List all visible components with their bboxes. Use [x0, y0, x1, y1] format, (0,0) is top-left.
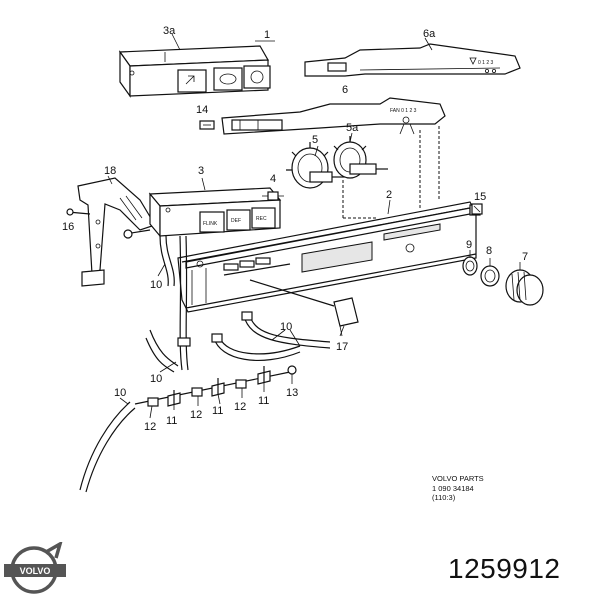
callout-1: 1 — [264, 29, 270, 41]
callout-5a: 5a — [346, 122, 359, 134]
callout-8: 8 — [486, 245, 492, 257]
part-9-ring — [462, 256, 478, 276]
callout-13: 13 — [286, 387, 298, 399]
switch-label-flink: FLINK — [203, 221, 218, 227]
callout-6a: 6a — [423, 28, 436, 40]
part-2-panel — [177, 201, 481, 313]
callout-17: 17 — [336, 341, 348, 353]
callout-5: 5 — [312, 134, 318, 146]
callout-3a: 3a — [163, 25, 176, 37]
part-17-sensor — [249, 279, 359, 337]
part-5-rotary-switch — [286, 142, 345, 189]
callout-11-b: 11 — [212, 405, 223, 417]
callout-7: 7 — [522, 251, 528, 263]
callout-12-c: 12 — [234, 401, 246, 413]
parts-note-line1: VOLVO PARTS — [432, 474, 484, 483]
callout-6: 6 — [342, 84, 348, 96]
callout-12-a: 12 — [144, 421, 156, 433]
lever-6a-fan-label: 0 1 2 3 — [478, 60, 494, 66]
lever-6-fan-label: FAN 0 1 2 3 — [390, 108, 417, 114]
callout-3: 3 — [198, 165, 204, 177]
part-6a-lever — [304, 43, 521, 77]
callout-labels: 3a 1 6a 14 6 5 5a 18 3 4 2 15 16 9 8 7 1… — [62, 25, 528, 433]
callout-14: 14 — [196, 104, 208, 116]
parts-note-line3: (110:3) — [432, 493, 456, 502]
callout-10-b: 10 — [280, 321, 292, 333]
part-5a-rotary-switch — [333, 136, 388, 179]
part-4-clip — [262, 191, 284, 201]
part-14-clip — [199, 120, 215, 130]
callout-12-b: 12 — [190, 409, 202, 421]
part-8-nut — [480, 265, 500, 287]
part-7-knob — [505, 269, 544, 306]
callout-11-c: 11 — [258, 395, 269, 407]
switch-label-def: DEF — [231, 218, 241, 224]
callout-16: 16 — [62, 221, 74, 233]
callout-18: 18 — [104, 165, 116, 177]
part-6-lever — [221, 97, 446, 135]
callout-10-c: 10 — [150, 373, 162, 385]
callout-15: 15 — [474, 191, 486, 203]
callout-10-a: 10 — [150, 279, 162, 291]
part-10-hoses — [79, 235, 331, 493]
connector-chain — [134, 365, 297, 407]
callout-4: 4 — [270, 173, 276, 185]
callout-2: 2 — [386, 189, 392, 201]
callout-11-a: 11 — [166, 415, 177, 427]
part-3a-control-unit — [118, 45, 271, 98]
callout-9: 9 — [466, 239, 472, 251]
switch-label-rec: REC — [256, 216, 267, 222]
part-15-screw — [471, 203, 483, 215]
part-18-bracket — [77, 177, 156, 287]
part-3-control-unit — [148, 187, 282, 238]
part-16-screw — [66, 208, 91, 216]
parts-reference-note: VOLVO PARTS 1 090 34184 (110:3) — [432, 474, 484, 503]
callout-10-d: 10 — [114, 387, 126, 399]
parts-note-line2: 1 090 34184 — [432, 483, 474, 493]
part-number: 1259912 — [448, 553, 561, 584]
volvo-logo-text: VOLVO — [20, 566, 51, 576]
bracket-screw — [123, 229, 151, 239]
leader-lines — [119, 263, 345, 419]
switch-labels: FLINK DEF REC FAN 0 1 2 3 0 1 2 3 — [203, 60, 494, 227]
volvo-logo: VOLVO — [4, 542, 66, 594]
